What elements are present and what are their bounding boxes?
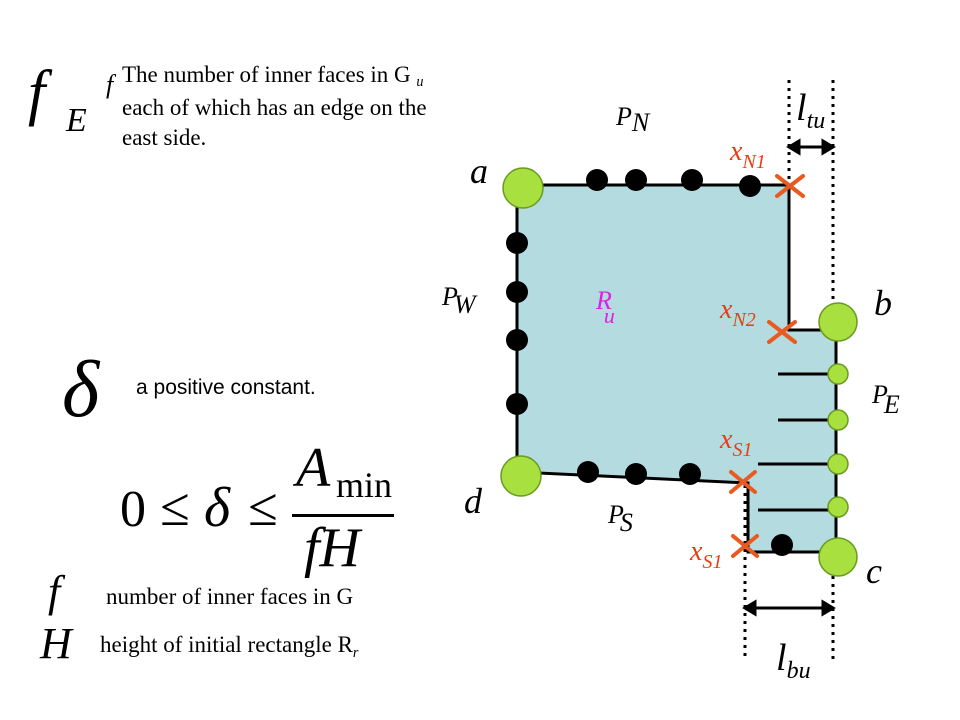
cross-marks xyxy=(729,174,805,558)
PE-node xyxy=(827,496,849,518)
lbu-arrow xyxy=(742,599,836,617)
xS1-lower-label: xS1 xyxy=(690,536,723,573)
fEf-symbol: f E f xyxy=(28,59,114,139)
fEf-description: The number of inner faces in G u each of… xyxy=(122,62,427,150)
corner-d-node xyxy=(500,455,542,497)
inequality: 0 ≤ δ ≤ A min fH xyxy=(120,437,394,579)
cross-xS1-upper xyxy=(729,470,757,494)
cross-xN1 xyxy=(775,174,805,198)
corner-a-label: a xyxy=(470,151,488,191)
xN2-label: xN2 xyxy=(720,294,756,331)
ltu-arrow xyxy=(786,138,836,156)
f-description: number of inner faces in G xyxy=(106,584,354,609)
delta-description: a positive constant. xyxy=(136,376,316,399)
PE-node xyxy=(827,453,849,475)
PE-node xyxy=(827,409,849,431)
black-vertices xyxy=(506,169,793,556)
fraction-bar xyxy=(292,514,394,517)
green-vertices xyxy=(500,167,858,577)
xN1-label: xN1 xyxy=(730,136,766,173)
vertex-dot xyxy=(577,461,599,483)
PW-label: PW xyxy=(442,282,476,319)
corner-d-label: d xyxy=(464,481,482,521)
PN-label: PN xyxy=(616,102,650,137)
PS-label: PS xyxy=(608,500,633,537)
corner-a-node xyxy=(502,167,544,209)
corner-b-label: b xyxy=(874,283,892,323)
vertex-dot xyxy=(739,175,761,197)
region-label: Ru xyxy=(596,286,615,328)
PE-hatch xyxy=(758,372,836,512)
vertex-dot xyxy=(506,329,528,351)
corner-c-label: c xyxy=(866,551,882,591)
vertex-dot xyxy=(625,169,647,191)
vertex-dot xyxy=(506,393,528,415)
lbu-label: lbu xyxy=(776,637,811,684)
cross-xS1-lower xyxy=(731,534,759,558)
H-symbol: H xyxy=(40,619,72,668)
vertex-dot xyxy=(506,232,528,254)
vertex-dot xyxy=(681,169,703,191)
PE-node xyxy=(827,363,849,385)
cross-xN2 xyxy=(767,320,797,344)
corner-c-node xyxy=(818,537,858,577)
vertex-dot xyxy=(586,169,608,191)
vertex-dot xyxy=(771,534,793,556)
PE-label: PE xyxy=(872,380,900,419)
corner-b-node xyxy=(818,302,858,342)
vertex-dot xyxy=(506,281,528,303)
region-Ru xyxy=(515,183,838,554)
delta-symbol: δ xyxy=(62,346,100,434)
H-description: height of initial rectangle Rr xyxy=(100,632,359,661)
f-symbol: f xyxy=(48,567,61,616)
ltu-label: ltu xyxy=(796,87,826,134)
xS1-upper-label: xS1 xyxy=(720,424,753,461)
vertex-dot xyxy=(625,463,647,485)
vertex-dot xyxy=(679,463,701,485)
